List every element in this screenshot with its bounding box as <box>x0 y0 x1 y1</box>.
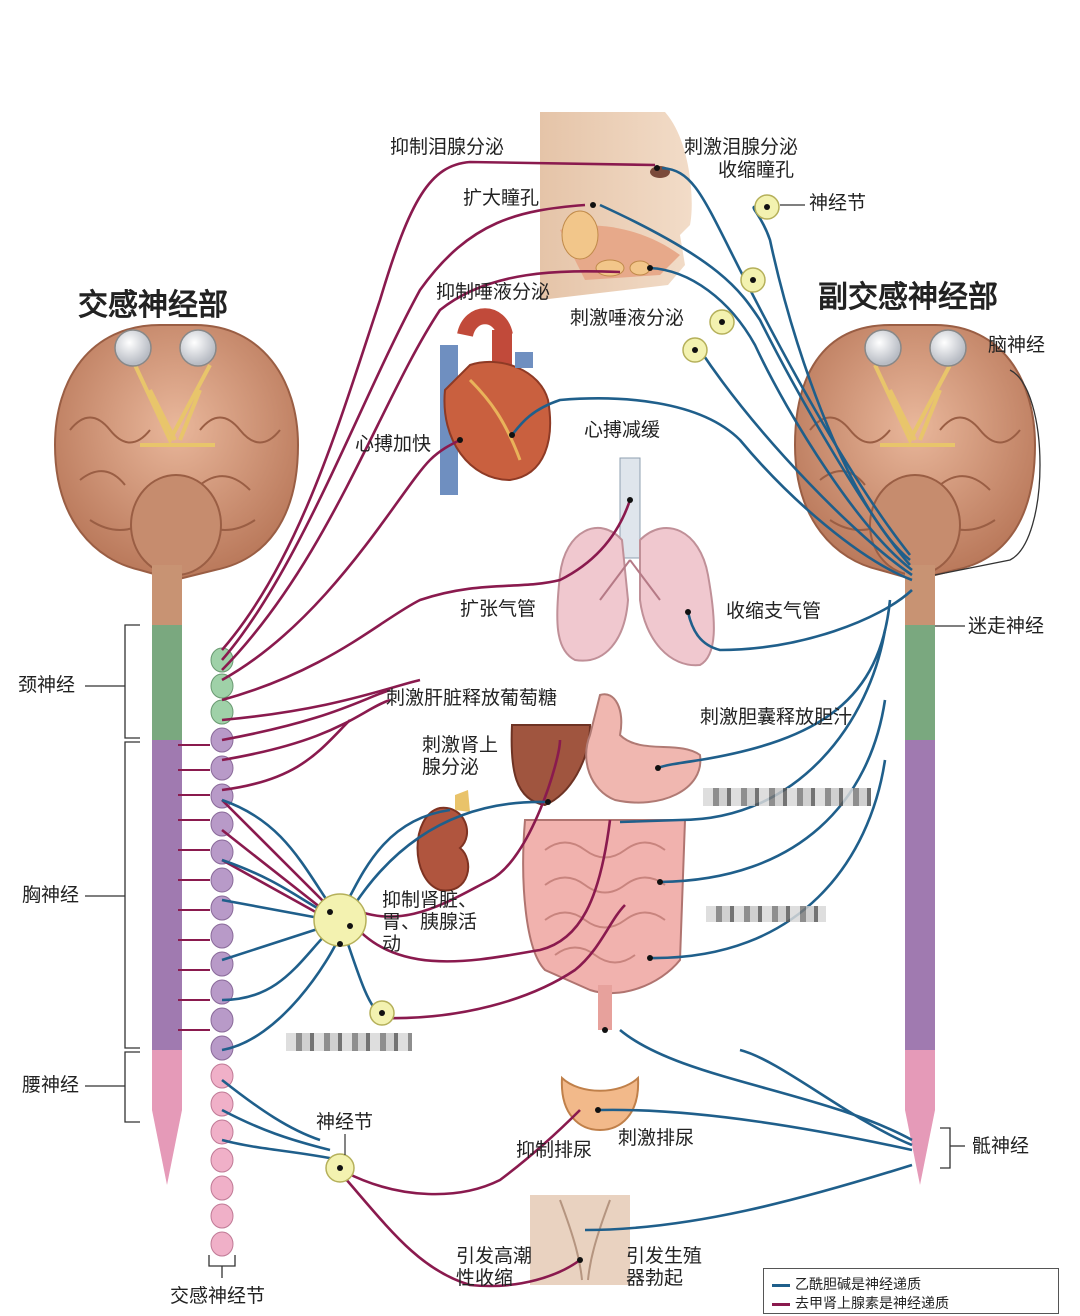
label-gallbladder-bile: 刺激胆囊释放胆汁 <box>700 706 853 728</box>
left-brain <box>53 324 300 582</box>
legend-swatch-blue <box>772 1283 790 1287</box>
label-ganglion-bottom: 神经节 <box>316 1111 374 1133</box>
cholinergic-pathways <box>221 166 913 1232</box>
label-inhibit-kidney: 抑制肾脏、 胃、胰腺活 动 <box>382 889 478 955</box>
legend: 乙酰胆碱是神经递质 去甲肾上腺素是神经递质 <box>763 1268 1059 1314</box>
left-brackets <box>85 624 236 1278</box>
sympathetic-heading: 交感神经部 <box>78 288 228 323</box>
redacted-label-3 <box>286 1033 412 1051</box>
label-sympathetic-chain: 交感神经节 <box>170 1285 266 1307</box>
legend-text-acetylcholine: 乙酰胆碱是神经递质 <box>795 1277 921 1293</box>
label-lumbar: 腰神经 <box>22 1074 80 1096</box>
redacted-label-2 <box>706 906 826 922</box>
legend-swatch-red <box>772 1302 790 1306</box>
label-heart-slower: 心搏减缓 <box>584 419 661 441</box>
label-stimulate-urination: 刺激排尿 <box>618 1127 695 1149</box>
left-spinal-cord <box>152 565 182 1185</box>
label-constrict-bronchi: 收缩支气管 <box>726 600 822 622</box>
label-stimulate-saliva: 刺激唾液分泌 <box>570 307 685 329</box>
right-brackets <box>934 369 1041 1169</box>
label-adrenal-secretion: 刺激肾上 腺分泌 <box>422 734 499 778</box>
synapse-marks <box>327 165 770 1263</box>
label-cervical: 颈神经 <box>18 674 76 696</box>
leader-lines <box>344 204 805 1155</box>
parasympathetic-heading: 副交感神经部 <box>818 280 998 315</box>
label-vagus: 迷走神经 <box>968 615 1045 637</box>
label-orgasm: 引发高潮 性收缩 <box>456 1245 533 1289</box>
label-liver-glucose: 刺激肝脏释放葡萄糖 <box>386 687 558 709</box>
legend-row-norepinephrine: 去甲肾上腺素是神经递质 <box>772 1293 949 1313</box>
adrenergic-chain-branches <box>178 744 210 1031</box>
label-inhibit-saliva: 抑制唾液分泌 <box>436 281 551 303</box>
label-ganglion-top: 神经节 <box>809 192 867 214</box>
genitalia-illustration <box>530 1195 630 1285</box>
liver-stomach-illustration <box>510 693 702 807</box>
lungs-illustration <box>556 457 715 667</box>
bladder-illustration <box>560 1075 640 1132</box>
kidney-illustration <box>416 790 470 892</box>
label-stimulate-tear: 刺激泪腺分泌 <box>684 136 799 158</box>
sympathetic-chain <box>210 647 234 1257</box>
right-brain <box>793 324 1037 582</box>
redacted-label-1 <box>703 788 871 806</box>
adrenergic-pathways <box>221 160 656 1288</box>
label-inhibit-tear: 抑制泪腺分泌 <box>390 136 505 158</box>
label-constrict-pupil: 收缩瞳孔 <box>718 159 795 181</box>
heart-illustration <box>440 308 552 495</box>
label-heart-faster: 心搏加快 <box>355 433 432 455</box>
right-spinal-cord <box>905 565 935 1185</box>
label-cranial-nerves: 脑神经 <box>988 334 1046 356</box>
label-inhibit-urination: 抑制排尿 <box>516 1139 593 1161</box>
label-thoracic: 胸神经 <box>22 884 80 906</box>
legend-text-norepinephrine: 去甲肾上腺素是神经递质 <box>795 1296 949 1312</box>
label-dilate-bronchi: 扩张气管 <box>460 598 537 620</box>
legend-row-acetylcholine: 乙酰胆碱是神经递质 <box>772 1274 921 1294</box>
label-dilate-pupil: 扩大瞳孔 <box>463 187 540 209</box>
label-erection: 引发生殖 器勃起 <box>626 1245 703 1289</box>
label-sacral: 骶神经 <box>972 1135 1030 1157</box>
